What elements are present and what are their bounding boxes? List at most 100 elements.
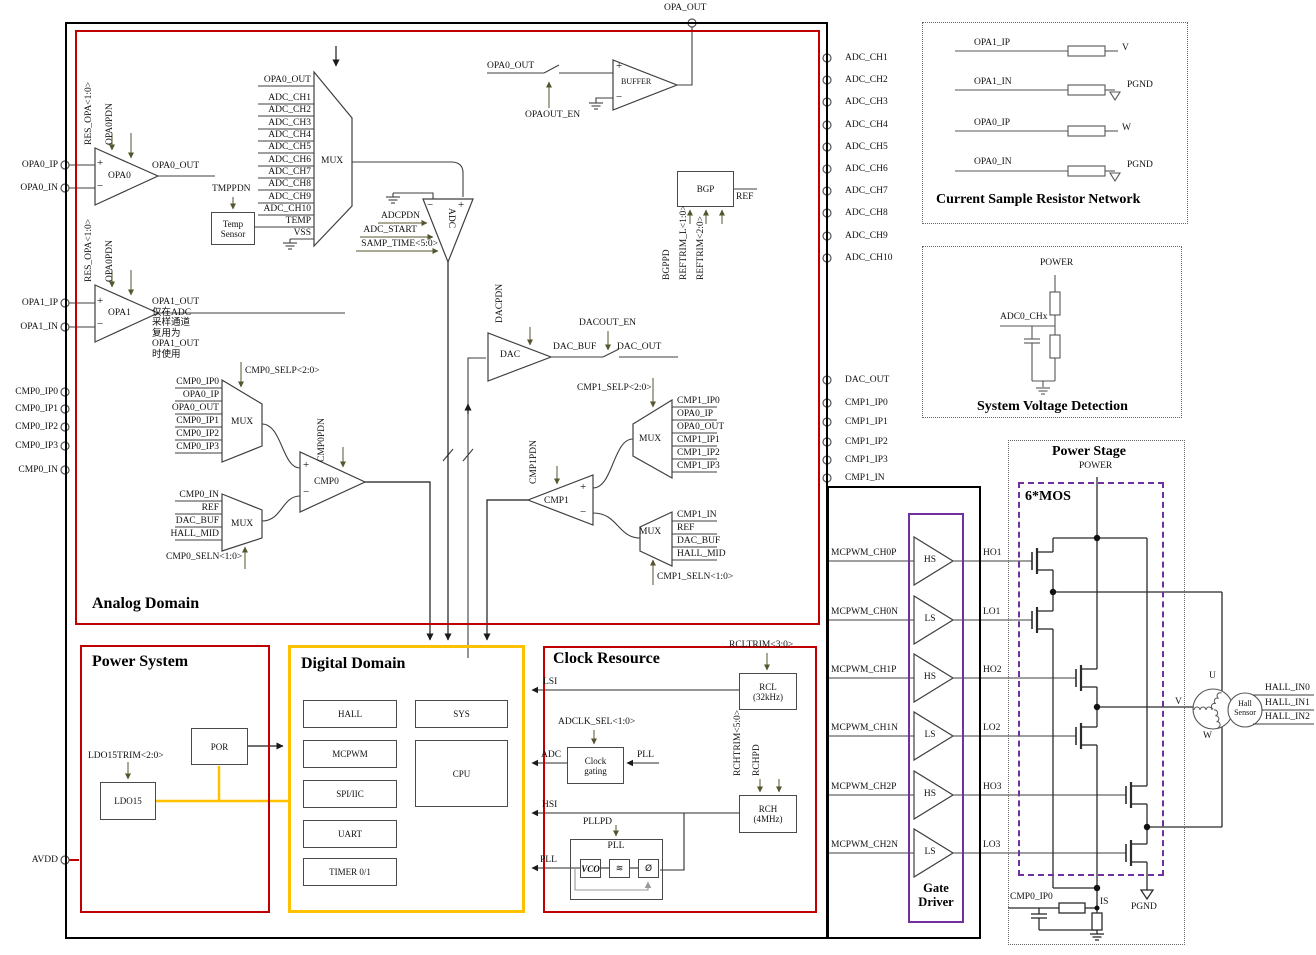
hall-block: HALL — [303, 700, 397, 728]
lsi-label: LSI — [543, 677, 558, 687]
hall-in1-label: HALL_IN1 — [1265, 698, 1310, 708]
pin-label-cmp0-ip3: CMP0_IP3 — [15, 441, 58, 451]
ldo15-block-label: LDO15 — [114, 796, 142, 806]
pin-label-adc-ch8: ADC_CH8 — [845, 208, 888, 218]
pin-label-opa1-in: OPA1_IN — [20, 322, 58, 332]
adcmux-in-ch1: ADC_CH1 — [268, 93, 311, 103]
temp-sensor-block: Temp Sensor — [211, 212, 255, 245]
chip-border — [65, 22, 828, 939]
ls3-label: LS — [924, 847, 936, 857]
lo2-label: LO2 — [983, 723, 1001, 733]
adcmux-in-opa0out: OPA0_OUT — [263, 75, 311, 85]
adc-plus: + — [458, 199, 465, 211]
rcl-block-label: RCL (32kHz) — [753, 681, 783, 702]
pin-label-adc-ch2: ADC_CH2 — [845, 75, 888, 85]
vco-label: VCO — [581, 863, 600, 874]
adc-mux — [313, 70, 353, 248]
adcmux-in-ch8: ADC_CH8 — [268, 179, 311, 189]
vco-block: VCO — [580, 859, 601, 878]
timer-block-label: TIMER 0/1 — [329, 867, 371, 877]
opa1-name: OPA1 — [108, 308, 131, 318]
dacpdn-label: DACPDN — [495, 283, 505, 323]
control-arrows — [109, 81, 782, 837]
cmp0-nmux-dacbuf: DAC_BUF — [175, 516, 219, 526]
opa0-name: OPA0 — [108, 171, 131, 181]
adcmux-in-ch7: ADC_CH7 — [268, 167, 311, 177]
pin-label-opa1-ip: OPA1_IP — [21, 298, 58, 308]
sys-block: SYS — [415, 700, 508, 728]
csn-pgnd2-label: PGND — [1127, 160, 1153, 170]
clock-gating-label: Clock gating — [584, 755, 607, 776]
pin-label-cmp1-ip0: CMP1_IP0 — [845, 398, 888, 408]
adc-clk-label: ADC — [541, 750, 562, 760]
cmp1-pmux-ip2: CMP1_IP2 — [677, 448, 720, 458]
cmp0-nmux-hallmid: HALL_MID — [170, 529, 219, 539]
current-sample-wires — [955, 45, 1121, 183]
mcpwm-ch2n-label: MCPWM_CH2N — [831, 840, 899, 850]
ho2-label: HO2 — [983, 665, 1002, 675]
cmp1-minus: − — [580, 506, 587, 518]
ho3-label: HO3 — [983, 782, 1002, 792]
mcpwm-ch1n-label: MCPWM_CH1N — [831, 723, 899, 733]
adcmux-in-ch9: ADC_CH9 — [268, 192, 311, 202]
phase-v-label: V — [1175, 697, 1182, 707]
loop-filter-icon: ≋ — [615, 863, 624, 874]
csn-v-label: V — [1122, 43, 1129, 53]
loop-filter-block: ≋ — [609, 859, 630, 878]
rch-block-label: RCH (4MHz) — [753, 804, 783, 824]
spi-iic-block-label: SPI/IIC — [336, 789, 364, 799]
pllpd-label: PLLPD — [583, 817, 613, 827]
clock-resource-title: Clock Resource — [553, 650, 660, 667]
cmp1-selp-label: CMP1_SELP<2:0> — [577, 383, 652, 393]
mcpwm-block: MCPWM — [303, 740, 397, 768]
pin-label-adc-ch10: ADC_CH10 — [845, 253, 893, 263]
digital-domain-box — [288, 645, 525, 913]
dac-converter — [487, 332, 553, 382]
cmp1-pmux-ip0: CMP1_IP0 — [677, 396, 720, 406]
clock-gating-block: Clock gating — [567, 747, 624, 784]
motor-and-hall — [1192, 688, 1314, 730]
mcpwm-ch2p-label: MCPWM_CH2P — [831, 782, 897, 792]
mcpwm-block-label: MCPWM — [332, 749, 368, 759]
hall-in2-label: HALL_IN2 — [1265, 712, 1310, 722]
pgnd-symbol — [1139, 889, 1155, 901]
cmp1-pmux — [632, 398, 673, 480]
bgp-block-label: BGP — [696, 184, 715, 194]
cmp1-pmux-ip3: CMP1_IP3 — [677, 461, 720, 471]
cmp0-nmux — [221, 493, 263, 552]
lo3-label: LO3 — [983, 840, 1001, 850]
ho1-label: HO1 — [983, 548, 1002, 558]
analog-domain-title: Analog Domain — [92, 595, 200, 612]
output-buffer — [612, 59, 679, 111]
pll-out-label: PLL — [540, 855, 557, 865]
rcl-trim-label: RCLTRIM<3:0> — [729, 640, 794, 650]
cmp1-nmux-in: CMP1_IN — [677, 510, 717, 520]
buffer-plus: + — [616, 60, 623, 72]
hs3-label: HS — [923, 789, 937, 799]
pin-label-cmp1-ip2: CMP1_IP2 — [845, 437, 888, 447]
cmp0-comparator — [299, 451, 367, 513]
csn-w-label: W — [1122, 123, 1131, 133]
stage-power-label: POWER — [1079, 461, 1113, 471]
hall-in0-label: HALL_IN0 — [1265, 683, 1310, 693]
cmp1-nmux-ref: REF — [677, 523, 695, 533]
gate-driver-outer-box — [827, 486, 981, 939]
opa1-note: OPA1_OUT仅在ADC采样通道复用为OPA1_OUT时使用 — [152, 297, 200, 360]
pin-label-adc-ch3: ADC_CH3 — [845, 97, 888, 107]
opa0-out-label: OPA0_OUT — [152, 161, 200, 171]
por-block: POR — [191, 728, 248, 765]
csn-pgnd1-label: PGND — [1127, 80, 1153, 90]
power-system-box — [80, 645, 270, 913]
buffer-name: BUFFER — [621, 77, 652, 86]
cmp0-pmux-ip2: CMP0_IP2 — [176, 429, 219, 439]
hall-block-label: HALL — [338, 709, 362, 719]
ldo15-block: LDO15 — [100, 782, 156, 820]
cmp0-selp-label: CMP0_SELP<2:0> — [245, 366, 320, 376]
lo1-label: LO1 — [983, 607, 1001, 617]
phase-u-label: U — [1209, 671, 1216, 681]
cpu-block-label: CPU — [452, 768, 471, 779]
power-stage-box — [1008, 440, 1185, 945]
adcmux-name: MUX — [321, 156, 344, 166]
cmp0-pmux-opa0ip: OPA0_IP — [182, 390, 219, 400]
pin-label-dac-out: DAC_OUT — [845, 375, 890, 385]
